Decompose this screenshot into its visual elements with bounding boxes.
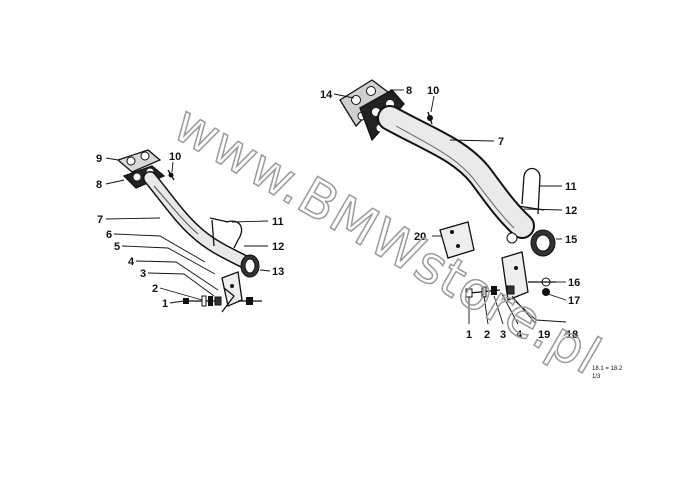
right-pipe-end bbox=[506, 229, 556, 257]
drawing-reference: 18.1 = 18.2 1/3 bbox=[592, 366, 623, 380]
callout-4-right: 4 bbox=[516, 329, 523, 341]
right-exhaust-assembly bbox=[339, 79, 556, 301]
right-leaders bbox=[333, 89, 567, 325]
right-u-clamp bbox=[517, 167, 545, 215]
left-leaders bbox=[105, 157, 271, 304]
callout-12-right: 12 bbox=[565, 205, 577, 217]
right-callouts: 14 8 10 7 11 12 15 20 16 17 18 19 1 2 3 … bbox=[320, 85, 580, 341]
left-exhaust-pipe bbox=[143, 171, 252, 269]
callout-3-left: 3 bbox=[140, 268, 146, 280]
callout-11-left: 11 bbox=[272, 216, 284, 228]
left-callouts: 9 8 10 7 6 5 4 3 2 1 11 12 13 bbox=[96, 151, 284, 310]
left-bracket bbox=[221, 271, 243, 313]
left-bolt-row bbox=[183, 295, 262, 307]
callout-6-left: 6 bbox=[106, 229, 112, 241]
callout-8-right: 8 bbox=[406, 85, 412, 97]
callout-8-left: 8 bbox=[96, 179, 102, 191]
callout-10-left: 10 bbox=[169, 151, 181, 163]
callout-16-right: 16 bbox=[568, 277, 580, 289]
left-pipe-end bbox=[240, 254, 260, 278]
callout-20-right: 20 bbox=[414, 231, 426, 243]
left-stud-10 bbox=[167, 169, 175, 181]
callout-13-left: 13 bbox=[272, 266, 284, 278]
right-stud-10 bbox=[427, 111, 433, 125]
callout-1-left: 1 bbox=[162, 298, 168, 310]
callout-15-right: 15 bbox=[565, 234, 577, 246]
callout-7-right: 7 bbox=[498, 136, 504, 148]
callout-1-right: 1 bbox=[466, 329, 472, 341]
callout-2-right: 2 bbox=[484, 329, 490, 341]
left-exhaust-assembly bbox=[116, 149, 262, 313]
callout-9-left: 9 bbox=[96, 153, 102, 165]
callout-10-right: 10 bbox=[427, 85, 439, 97]
callout-7-left: 7 bbox=[97, 214, 103, 226]
right-hardware bbox=[465, 277, 556, 298]
left-flange-upper bbox=[116, 149, 162, 173]
right-plate-20 bbox=[439, 221, 475, 259]
callout-17-right: 17 bbox=[568, 295, 580, 307]
callout-2-left: 2 bbox=[152, 283, 158, 295]
callout-18-right: 18 bbox=[566, 329, 578, 341]
callout-5-left: 5 bbox=[114, 241, 120, 253]
callout-12-left: 12 bbox=[272, 241, 284, 253]
callout-14-right: 14 bbox=[320, 89, 333, 101]
left-u-clamp bbox=[209, 217, 243, 249]
right-flange-14 bbox=[339, 79, 389, 128]
reference-line-1: 18.1 = 18.2 bbox=[592, 366, 623, 372]
callout-4-left: 4 bbox=[128, 256, 135, 268]
right-exhaust-pipe bbox=[377, 105, 535, 239]
reference-line-2: 1/3 bbox=[592, 374, 601, 380]
callout-19-right: 19 bbox=[538, 329, 550, 341]
callout-11-right: 11 bbox=[565, 181, 577, 193]
callout-3-right: 3 bbox=[500, 329, 506, 341]
